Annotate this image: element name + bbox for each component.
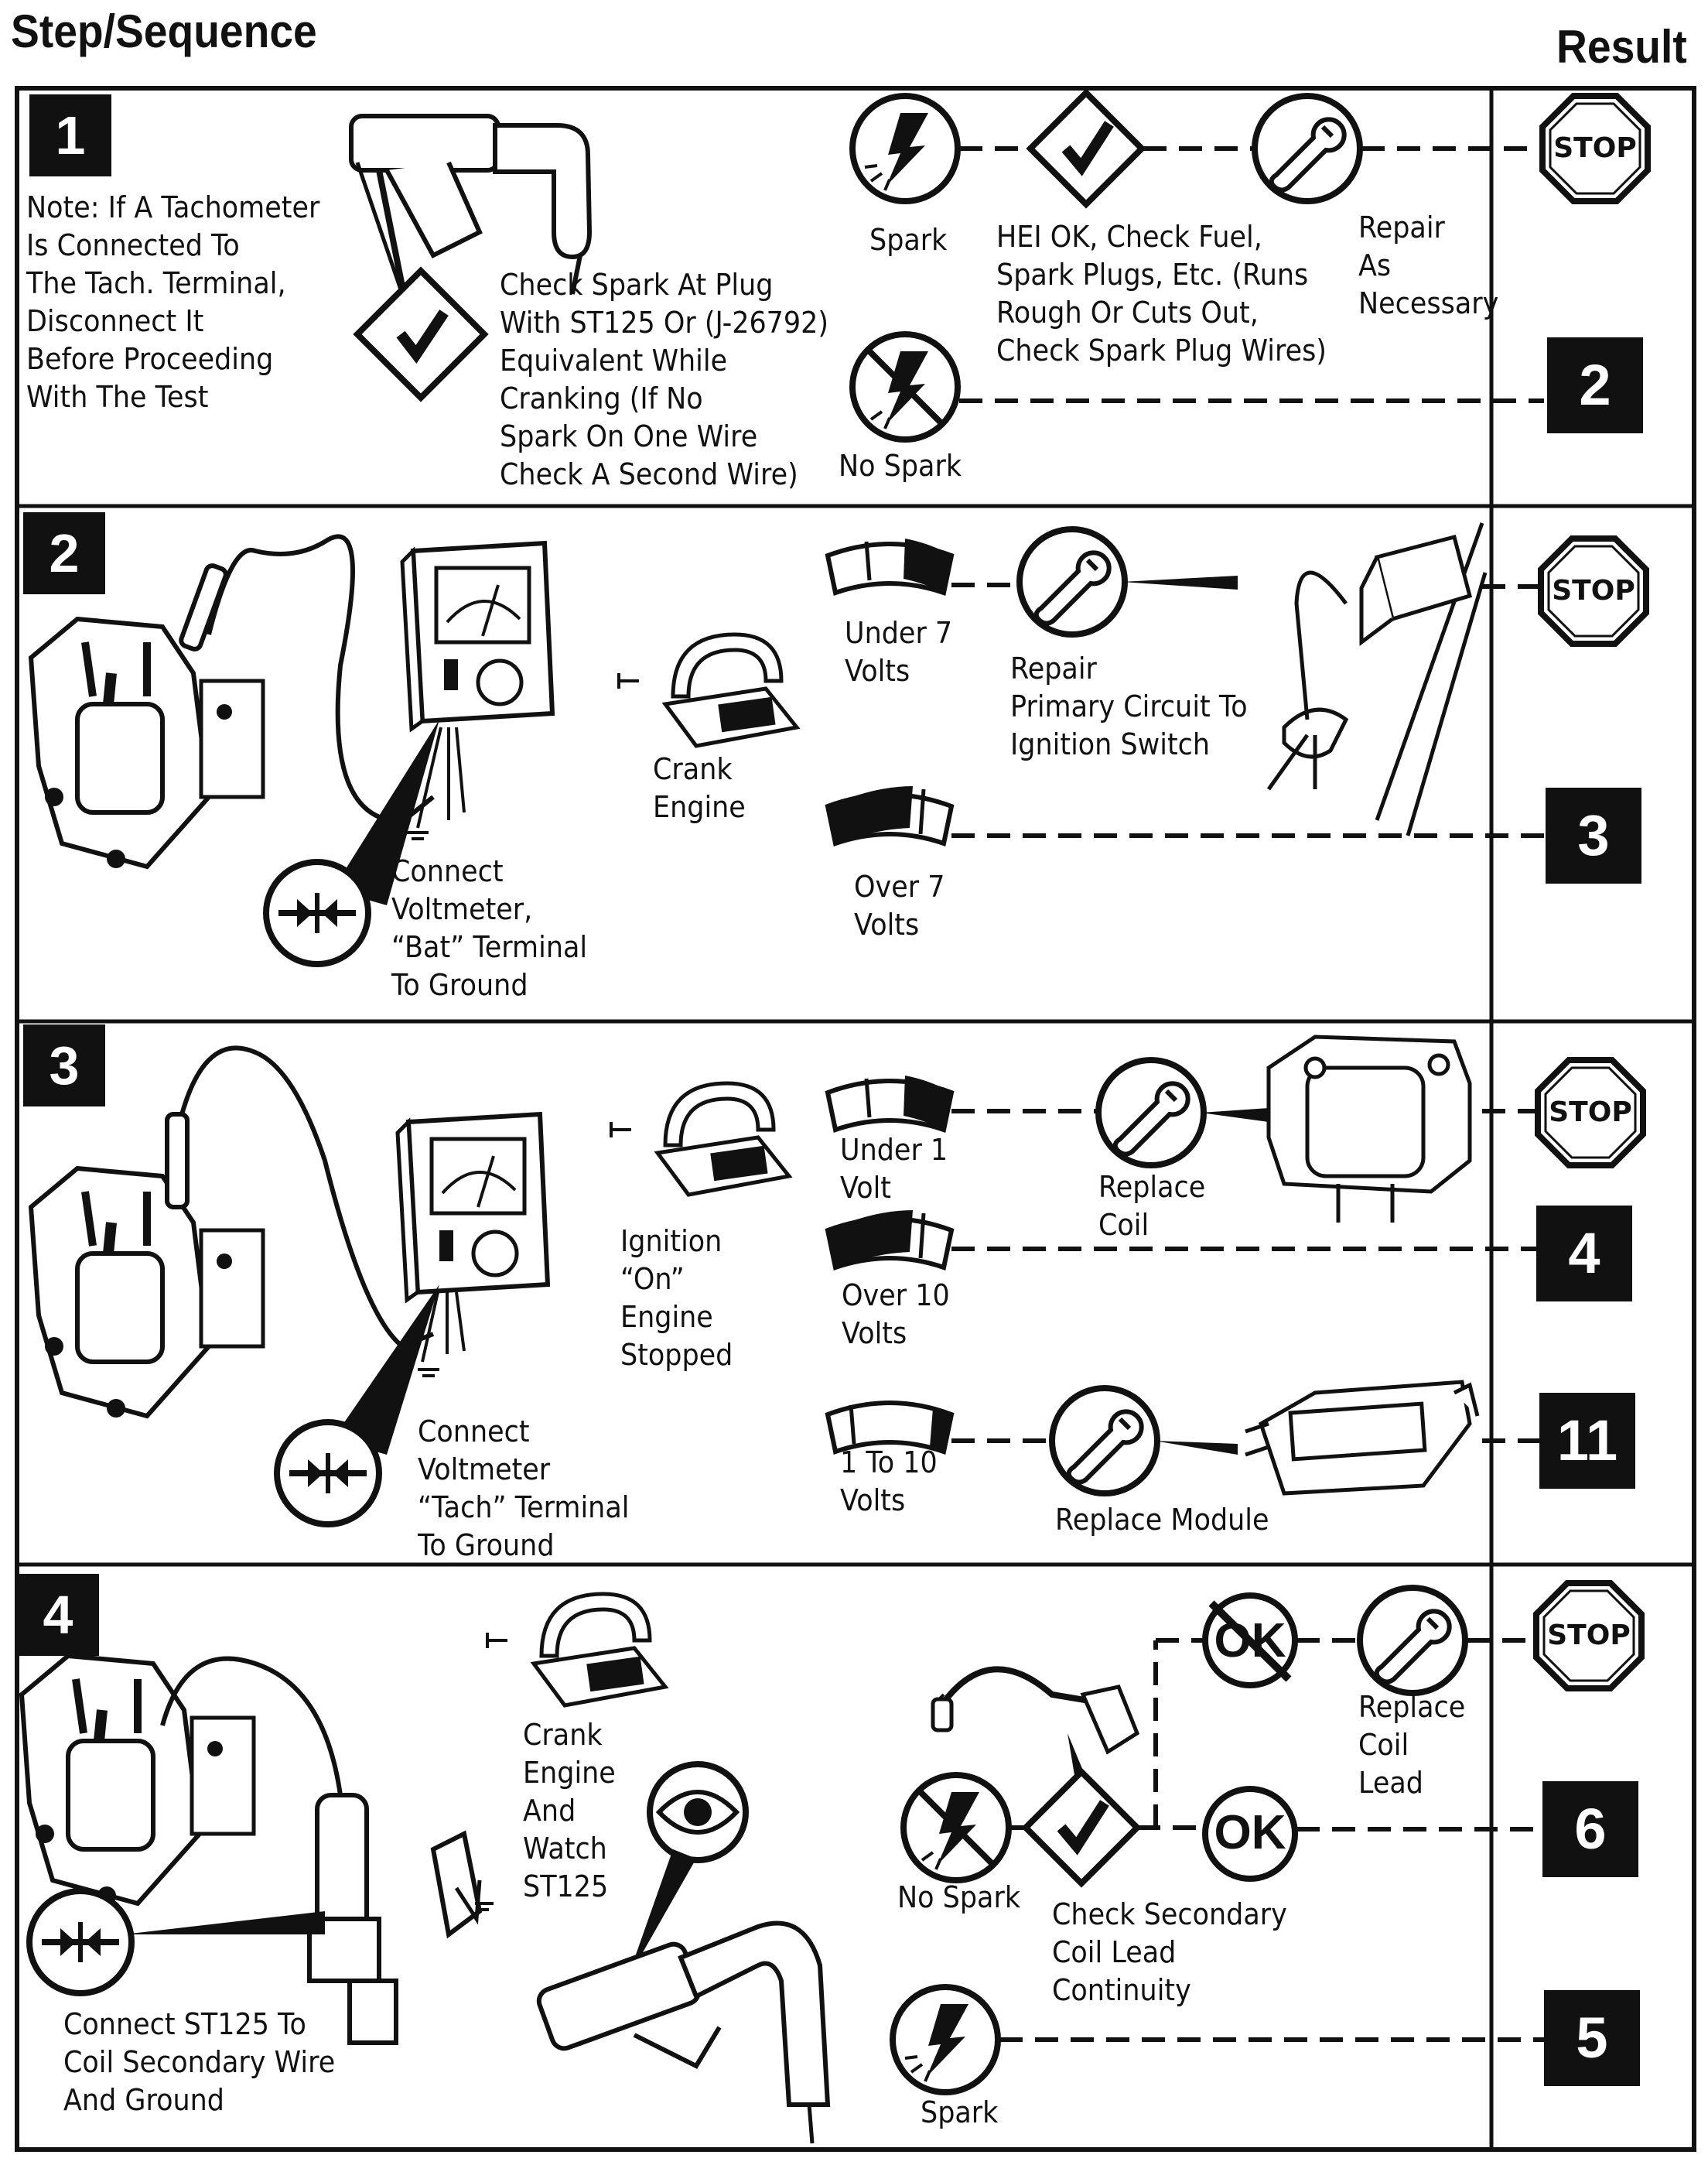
step-4-stop-sign: STOP xyxy=(1547,1619,1631,1651)
step-2-result-3: 3 xyxy=(1546,788,1641,884)
step-4-not-ok-label: OK xyxy=(1214,1614,1286,1667)
step-4-crank-text: Crank Engine And Watch ST125 xyxy=(523,1718,616,1903)
step-4-connect-text: Connect ST125 To Coil Secondary Wire And… xyxy=(63,2007,336,2117)
step-3-between-label: 1 To 10 Volts xyxy=(840,1445,938,1517)
step-1-number: 1 xyxy=(29,94,111,176)
step-3-number: 3 xyxy=(23,1024,105,1106)
step-4-result-5: 5 xyxy=(1544,1990,1640,2086)
step-sequence-title: Step/Sequence xyxy=(11,5,317,57)
step-1-no-spark-label: No Spark xyxy=(839,449,962,483)
step-3-over-label: Over 10 Volts xyxy=(842,1278,950,1350)
step-1-result-2: 2 xyxy=(1547,337,1643,433)
step-2-over-label: Over 7 Volts xyxy=(854,870,945,942)
step-4-result-6: 6 xyxy=(1542,1781,1638,1877)
step-2-stop-sign: STOP xyxy=(1552,575,1635,607)
step-1-repair-text: Repair As Necessary xyxy=(1358,210,1499,320)
step-3-connect-text: Connect Voltmeter “Tach” Terminal To Gro… xyxy=(418,1414,630,1562)
step-4-ok-label: OK xyxy=(1214,1806,1286,1859)
step-3-replace-module-text: Replace Module xyxy=(1055,1503,1269,1537)
step-4-number: 4 xyxy=(17,1574,99,1656)
step-4-check-text: Check Secondary Coil Lead Continuity xyxy=(1052,1897,1287,2007)
result-title: Result xyxy=(1556,21,1687,73)
step-4-no-spark-label: No Spark xyxy=(897,1880,1021,1914)
step-1-note: Note: If A Tachometer Is Connected To Th… xyxy=(26,190,320,414)
step-3-stop-sign: STOP xyxy=(1549,1096,1632,1128)
step-1-action: Check Spark At Plug With ST125 Or (J-267… xyxy=(500,268,829,491)
step-3-under-label: Under 1 Volt xyxy=(840,1133,948,1205)
step-2-repair-text: Repair Primary Circuit To Ignition Switc… xyxy=(1010,652,1248,761)
step-4-spark-label: Spark xyxy=(921,2095,999,2129)
step-4-replace-lead-text: Replace Coil Lead xyxy=(1358,1690,1466,1800)
step-3-ignition-text: Ignition “On” Engine Stopped xyxy=(620,1224,733,1372)
step-2-connect-text: Connect Voltmeter, “Bat” Terminal To Gro… xyxy=(391,854,588,1002)
step-2-number: 2 xyxy=(23,512,105,594)
step-1-stop-sign: STOP xyxy=(1553,132,1637,164)
step-3-result-11: 11 xyxy=(1539,1393,1635,1489)
step-1-hei-ok-text: HEI OK, Check Fuel, Spark Plugs, Etc. (R… xyxy=(996,220,1327,368)
step-1-spark-label: Spark xyxy=(869,223,948,257)
step-2-crank-text: Crank Engine xyxy=(653,752,746,824)
step-3-replace-coil-text: Replace Coil xyxy=(1098,1170,1206,1242)
step-3-result-4: 4 xyxy=(1536,1206,1632,1301)
step-2-under-label: Under 7 Volts xyxy=(845,616,953,688)
